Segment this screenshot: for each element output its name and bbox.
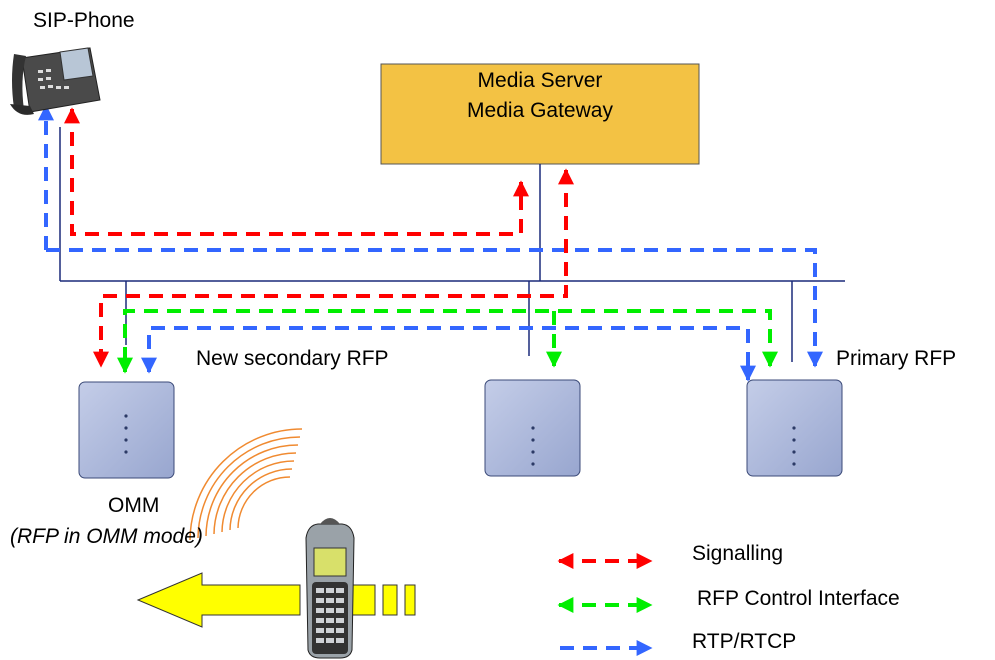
rfp-omm [78, 381, 175, 479]
legend-rtp-label: RTP/RTCP [692, 630, 797, 653]
desk-phone-icon [10, 47, 101, 115]
rfp-middle [484, 379, 581, 477]
radio-waves-icon [189, 428, 303, 541]
server-line-1: Media Server [477, 69, 603, 92]
control-paths [117, 309, 778, 374]
server-line-2: Media Gateway [467, 99, 613, 122]
omm-mode-label: (RFP in OMM mode) [10, 525, 203, 548]
new-secondary-rfp-label: New secondary RFP [196, 347, 389, 370]
legend-signalling-label: Signalling [692, 542, 784, 565]
signalling-paths [64, 107, 574, 368]
rfp-primary [746, 379, 843, 477]
media-server-label: Media Server Media Gateway [381, 66, 699, 126]
legend-control-label: RFP Control Interface [697, 587, 900, 610]
primary-rfp-label: Primary RFP [836, 347, 957, 370]
handover-arrow-icon [136, 572, 416, 628]
dect-handset-icon [305, 518, 355, 659]
sip-phone-label: SIP-Phone [33, 9, 135, 32]
omm-label: OMM [108, 494, 160, 517]
